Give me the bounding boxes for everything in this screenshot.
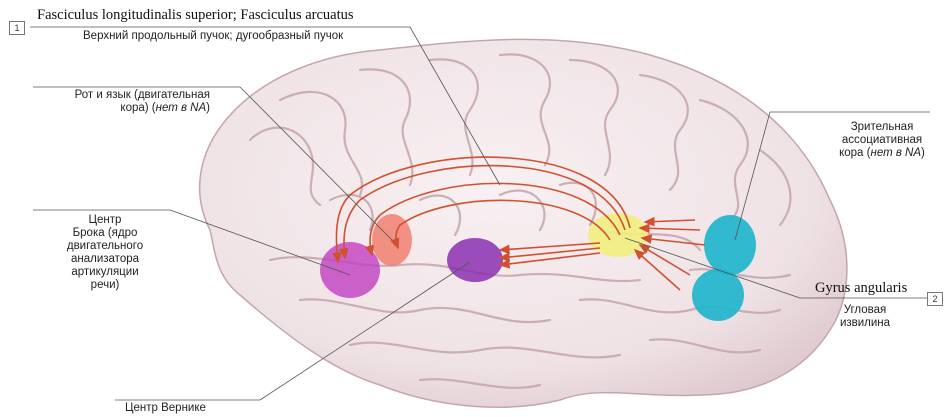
visual-cortex-label-line2: ассоциативная bbox=[842, 134, 922, 146]
fasciculus-latin-label: Fasciculus longitudinalis superior; Fasc… bbox=[37, 7, 354, 23]
visual-cortex-label-line3b: нет в NA bbox=[870, 147, 921, 159]
angular-gyrus-label-line1: Угловая bbox=[844, 304, 887, 316]
angular-gyrus-label-line2: извилина bbox=[840, 317, 890, 329]
motor-cortex-label-line2b: нет в NA bbox=[156, 102, 207, 114]
wernicke-area bbox=[447, 238, 503, 282]
angular-gyrus-latin-label: Gyrus angularis bbox=[815, 280, 907, 296]
motor-cortex-label-line2a: кора) ( bbox=[120, 102, 155, 114]
angular-gyrus-area bbox=[588, 213, 648, 257]
broca-label-line5: артикуляции bbox=[71, 266, 138, 278]
motor-cortex-label-line2c: ) bbox=[206, 102, 210, 114]
visual-association-area-lower bbox=[692, 269, 744, 321]
broca-label-line1: Центр bbox=[89, 214, 122, 226]
fasciculus-russian-label: Верхний продольный пучок; дугообразный п… bbox=[83, 30, 343, 43]
broca-label-line4: анализатора bbox=[71, 253, 139, 265]
angular-gyrus-russian-label: Угловая извилина bbox=[820, 304, 910, 330]
broca-label-line2: Брока (ядро bbox=[73, 227, 138, 239]
broca-label-line3: двигательного bbox=[67, 240, 143, 252]
visual-cortex-label-line3a: кора ( bbox=[839, 147, 870, 159]
visual-association-area bbox=[704, 215, 756, 275]
motor-cortex-label-line1: Рот и язык (двигательная bbox=[75, 89, 210, 101]
visual-cortex-label: Зрительная ассоциативная кора (нет в NA) bbox=[822, 121, 942, 160]
callout-number-2: 2 bbox=[927, 292, 943, 306]
visual-cortex-label-line1: Зрительная bbox=[851, 121, 914, 133]
broca-label-line6: речи) bbox=[91, 279, 120, 291]
visual-cortex-label-line3c: ) bbox=[921, 147, 925, 159]
callout-number-1: 1 bbox=[9, 21, 25, 35]
wernicke-label: Центр Вернике bbox=[125, 402, 206, 415]
motor-cortex-label: Рот и язык (двигательная кора) (нет в NA… bbox=[20, 89, 210, 115]
broca-label: Центр Брока (ядро двигательного анализат… bbox=[50, 214, 160, 292]
